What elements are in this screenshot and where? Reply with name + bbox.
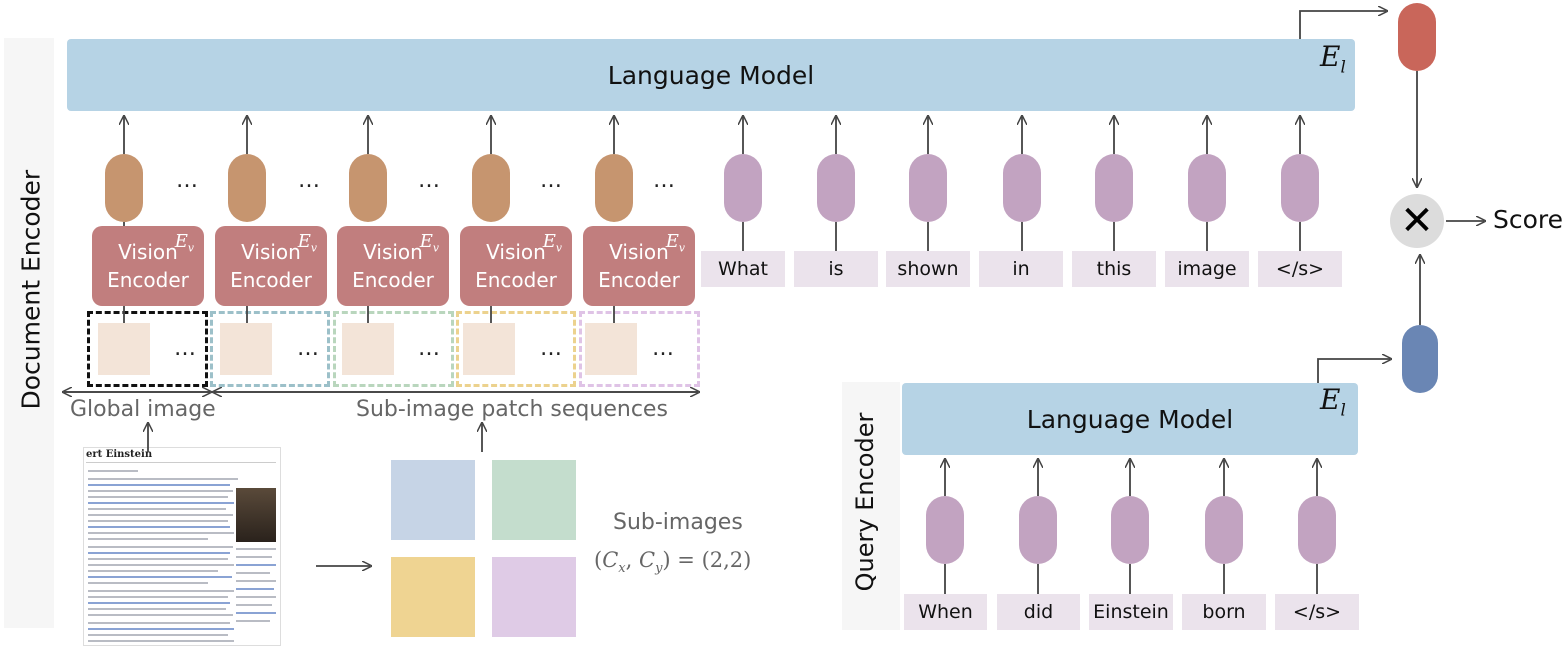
query-token-1 bbox=[926, 496, 964, 564]
vision-encoder-2: Ev Vision Encoder bbox=[215, 226, 327, 306]
query-token-4 bbox=[1205, 496, 1243, 564]
document-language-model: Language Model bbox=[67, 39, 1355, 111]
image-token-2 bbox=[228, 154, 266, 222]
sub-image-patch-box-3 bbox=[456, 311, 576, 387]
global-patch-box bbox=[87, 311, 208, 387]
sub-patch-3 bbox=[463, 323, 515, 375]
score-label: Score bbox=[1493, 205, 1564, 234]
doc-text-token-5 bbox=[1095, 154, 1133, 222]
document-embedding bbox=[1398, 3, 1436, 71]
sub-image-patch-label: Sub-image patch sequences bbox=[356, 397, 668, 422]
vision-encoder-label: Encoder bbox=[352, 268, 434, 292]
sub-images-formula: (Cx, Cy) = (2,2) bbox=[594, 548, 752, 577]
document-encoder-panel bbox=[4, 38, 54, 628]
vision-encoder-label: Encoder bbox=[230, 268, 312, 292]
ev-symbol: Ev bbox=[297, 231, 317, 255]
doc-text-token-1 bbox=[724, 154, 762, 222]
document-language-model-label: Language Model bbox=[607, 60, 815, 90]
sub-patch-4 bbox=[585, 323, 637, 375]
sub-image-top-left bbox=[391, 460, 475, 540]
document-el-symbol: El bbox=[1320, 40, 1346, 77]
image-token-1 bbox=[105, 154, 143, 222]
query-token-when: When bbox=[904, 594, 987, 630]
vision-encoder-label: Encoder bbox=[598, 268, 680, 292]
sub-images-label: Sub-images bbox=[613, 510, 743, 535]
sub-image-top-right bbox=[492, 460, 576, 540]
query-token-2 bbox=[1019, 496, 1057, 564]
doc-token-shown: shown bbox=[886, 251, 970, 287]
patch-ellipsis-1: … bbox=[174, 336, 198, 361]
patch-ellipsis-5: … bbox=[652, 336, 676, 361]
vision-encoder-label: Vision bbox=[241, 240, 301, 264]
query-el-symbol: El bbox=[1320, 383, 1346, 420]
patch-ellipsis-3: … bbox=[418, 336, 442, 361]
document-thumbnail: ert Einstein bbox=[83, 447, 281, 646]
query-token-eos: </s> bbox=[1275, 594, 1359, 630]
ev-symbol: Ev bbox=[419, 231, 439, 255]
query-token-did: did bbox=[997, 594, 1080, 630]
image-token-5 bbox=[595, 154, 633, 222]
vision-encoder-label: Vision bbox=[363, 240, 423, 264]
ev-symbol: Ev bbox=[542, 231, 562, 255]
patch-ellipsis-4: … bbox=[540, 336, 564, 361]
vision-encoder-4: Ev Vision Encoder bbox=[460, 226, 572, 306]
doc-token-is: is bbox=[794, 251, 878, 287]
query-token-einstein: Einstein bbox=[1089, 594, 1173, 630]
doc-text-token-6 bbox=[1188, 154, 1226, 222]
vision-encoder-label: Vision bbox=[609, 240, 669, 264]
doc-token-eos: </s> bbox=[1258, 251, 1342, 287]
doc-token-this: this bbox=[1072, 251, 1156, 287]
ev-symbol: Ev bbox=[665, 231, 685, 255]
query-embedding bbox=[1402, 325, 1438, 393]
query-token-born: born bbox=[1182, 594, 1266, 630]
multiply-operator: ✕ bbox=[1390, 194, 1444, 248]
query-encoder-panel bbox=[842, 382, 900, 630]
image-token-ellipsis-3: … bbox=[418, 168, 442, 193]
doc-text-token-3 bbox=[909, 154, 947, 222]
vision-encoder-5: Ev Vision Encoder bbox=[583, 226, 695, 306]
image-token-ellipsis-2: … bbox=[298, 168, 322, 193]
doc-token-in: in bbox=[979, 251, 1063, 287]
image-token-3 bbox=[349, 154, 387, 222]
sub-image-patch-box-2 bbox=[333, 311, 454, 387]
sub-image-patch-box-4 bbox=[579, 311, 700, 387]
vision-encoder-label: Vision bbox=[486, 240, 546, 264]
doc-title: ert Einstein bbox=[86, 449, 153, 460]
sub-patch-1 bbox=[220, 323, 272, 375]
query-token-5 bbox=[1298, 496, 1336, 564]
query-language-model: Language Model bbox=[902, 383, 1358, 455]
doc-text-token-7 bbox=[1281, 154, 1319, 222]
vision-encoder-label: Vision bbox=[118, 240, 178, 264]
sub-image-patch-box-1 bbox=[210, 311, 330, 387]
image-token-4 bbox=[472, 154, 510, 222]
patch-ellipsis-2: … bbox=[297, 336, 321, 361]
sub-patch-2 bbox=[342, 323, 394, 375]
sub-image-bottom-right bbox=[492, 557, 576, 637]
vision-encoder-1: Ev Vision Encoder bbox=[92, 226, 204, 306]
doc-text-token-2 bbox=[817, 154, 855, 222]
doc-token-what: What bbox=[701, 251, 785, 287]
vision-encoder-3: Ev Vision Encoder bbox=[337, 226, 449, 306]
doc-token-image: image bbox=[1165, 251, 1249, 287]
query-token-3 bbox=[1111, 496, 1149, 564]
doc-portrait bbox=[236, 488, 276, 542]
global-patch bbox=[98, 323, 150, 375]
query-language-model-label: Language Model bbox=[1026, 404, 1234, 434]
ev-symbol: Ev bbox=[174, 231, 194, 255]
doc-text-token-4 bbox=[1003, 154, 1041, 222]
image-token-ellipsis-4: … bbox=[540, 168, 564, 193]
vision-encoder-label: Encoder bbox=[475, 268, 557, 292]
image-token-ellipsis-1: … bbox=[176, 168, 200, 193]
global-image-label: Global image bbox=[70, 397, 216, 422]
vision-encoder-label: Encoder bbox=[107, 268, 189, 292]
sub-image-bottom-left bbox=[391, 557, 475, 637]
image-token-ellipsis-5: … bbox=[653, 168, 677, 193]
